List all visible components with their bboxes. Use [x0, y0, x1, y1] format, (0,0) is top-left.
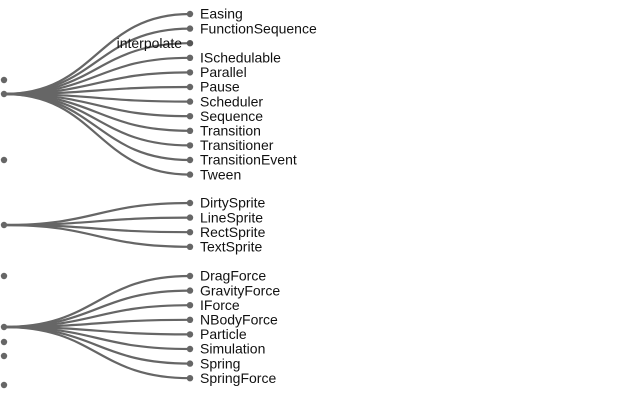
node-spring-force[interactable]: [186, 375, 194, 382]
left-node-4[interactable]: [0, 221, 8, 229]
node-iforce[interactable]: [186, 302, 194, 309]
node-rect-sprite[interactable]: [186, 229, 194, 236]
node-gravity-force[interactable]: [186, 287, 194, 294]
label-spring[interactable]: Spring: [200, 355, 240, 371]
link-text-sprite: [2, 223, 192, 248]
tree-links: [2, 12, 192, 380]
label-gravity-force[interactable]: GravityForce: [200, 282, 280, 298]
link-gravity-force: [2, 289, 192, 329]
node-dirty-sprite[interactable]: [186, 199, 194, 207]
link-transition: [2, 92, 192, 132]
tree-nodes: [0, 10, 194, 389]
label-interpolate[interactable]: interpolate: [117, 35, 183, 51]
label-text-sprite[interactable]: TextSprite: [200, 239, 262, 255]
left-node-6[interactable]: [0, 323, 8, 331]
label-dirty-sprite[interactable]: DirtySprite: [200, 195, 266, 211]
label-transition[interactable]: Transition: [200, 123, 261, 139]
link-nbody-force: [2, 318, 192, 329]
link-easing: [2, 12, 192, 96]
left-node-2[interactable]: [0, 90, 8, 98]
node-transition-event[interactable]: [186, 156, 194, 164]
label-sequence[interactable]: Sequence: [200, 108, 263, 124]
node-scheduler[interactable]: [186, 98, 194, 105]
link-spring-force: [2, 325, 192, 380]
left-node-5[interactable]: [0, 272, 8, 280]
label-line-sprite[interactable]: LineSprite: [200, 209, 263, 225]
label-parallel[interactable]: Parallel: [200, 64, 247, 80]
label-simulation[interactable]: Simulation: [200, 341, 265, 357]
label-function-sequence[interactable]: FunctionSequence: [200, 20, 317, 36]
node-text-sprite[interactable]: [186, 243, 194, 250]
node-particle[interactable]: [186, 331, 194, 338]
left-node-9[interactable]: [0, 381, 8, 389]
left-node-1[interactable]: [0, 76, 8, 84]
label-easing[interactable]: Easing: [200, 6, 243, 22]
left-node-8[interactable]: [0, 352, 8, 360]
label-transitioner[interactable]: Transitioner: [200, 137, 274, 153]
label-transition-event[interactable]: TransitionEvent: [200, 152, 297, 168]
node-tween[interactable]: [186, 171, 194, 178]
link-tween: [2, 92, 192, 176]
label-rect-sprite[interactable]: RectSprite: [200, 224, 266, 240]
node-easing[interactable]: [186, 10, 194, 18]
node-simulation[interactable]: [186, 345, 194, 353]
node-function-sequence[interactable]: [186, 25, 194, 32]
node-sequence[interactable]: [186, 113, 194, 120]
node-nbody-force[interactable]: [186, 316, 194, 323]
node-parallel[interactable]: [186, 69, 194, 76]
link-spring: [2, 325, 192, 365]
link-line-sprite: [2, 216, 192, 227]
label-tween[interactable]: Tween: [200, 166, 241, 182]
label-pause[interactable]: Pause: [200, 79, 240, 95]
label-ischedulable[interactable]: ISchedulable: [200, 50, 281, 66]
node-interpolate[interactable]: [186, 40, 194, 47]
node-spring[interactable]: [186, 360, 194, 367]
label-particle[interactable]: Particle: [200, 326, 247, 342]
link-transition-event: [2, 92, 192, 162]
link-ischedulable: [2, 56, 192, 96]
label-scheduler[interactable]: Scheduler: [200, 93, 263, 109]
node-line-sprite[interactable]: [186, 214, 194, 221]
node-drag-force[interactable]: [186, 272, 194, 280]
left-node-3[interactable]: [0, 156, 8, 164]
node-ischedulable[interactable]: [186, 54, 194, 61]
node-pause[interactable]: [186, 83, 194, 91]
label-drag-force[interactable]: DragForce: [200, 268, 266, 284]
label-nbody-force[interactable]: NBodyForce: [200, 312, 278, 328]
label-iforce[interactable]: IForce: [200, 297, 240, 313]
node-transition[interactable]: [186, 127, 194, 134]
node-transitioner[interactable]: [186, 142, 194, 149]
left-node-7[interactable]: [0, 338, 8, 346]
label-spring-force[interactable]: SpringForce: [200, 370, 276, 386]
